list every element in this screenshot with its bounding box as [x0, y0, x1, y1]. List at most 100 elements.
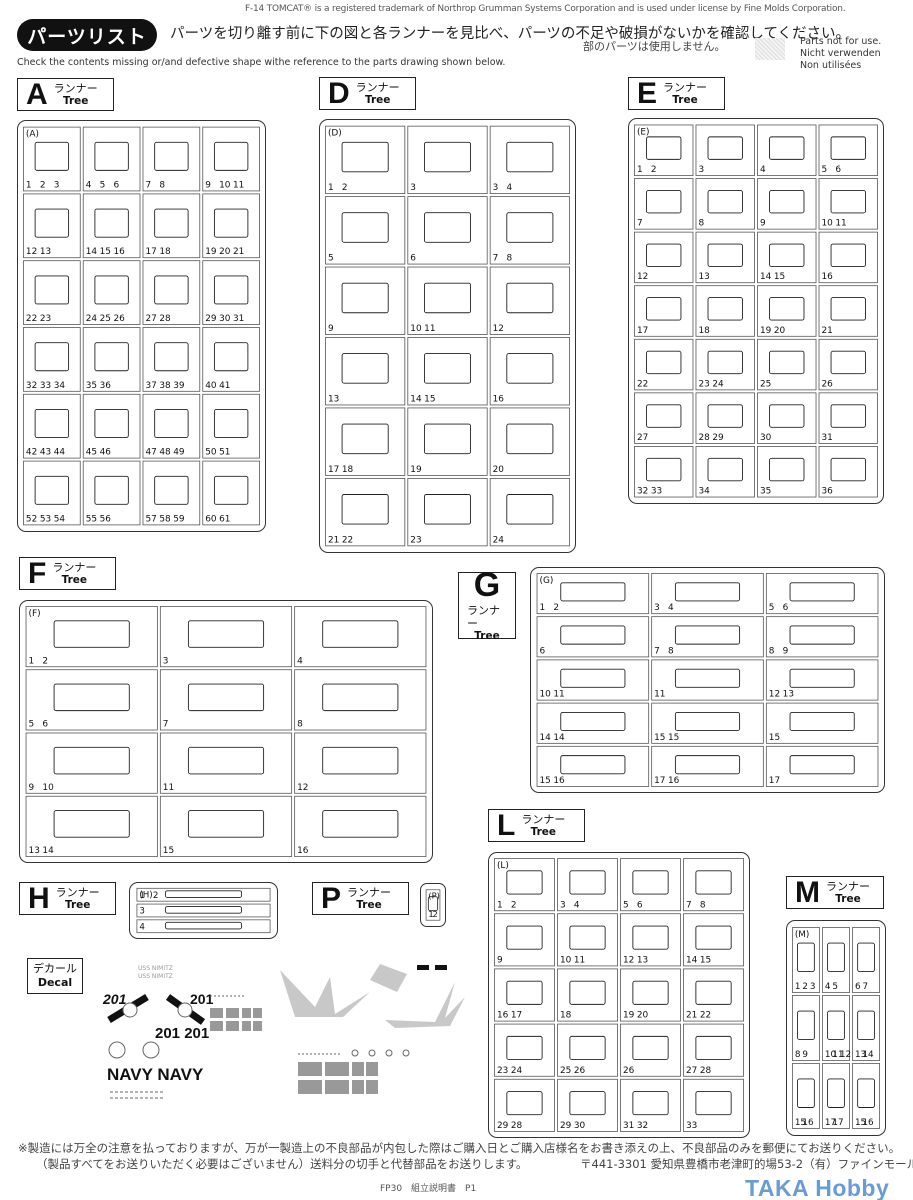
part-number: 16: [493, 394, 505, 404]
part-number: 28: [511, 1121, 523, 1131]
runner-cell: [25, 669, 158, 731]
part-number: 5: [100, 180, 106, 190]
part-number: 57: [145, 514, 156, 524]
runner-cell: [818, 338, 878, 391]
runner-cell: [142, 460, 201, 526]
part-shape: [769, 136, 805, 160]
part-number: 23: [497, 1066, 508, 1076]
runner-cell: [407, 196, 488, 265]
part-number: 20: [637, 1011, 649, 1021]
runner-id-mark: (H): [139, 890, 152, 900]
runner-cell: [294, 732, 427, 794]
runner-cell: [683, 913, 744, 967]
part-number: 6: [42, 720, 48, 730]
runner-cell: [407, 266, 488, 335]
part-shape: [322, 810, 399, 838]
part-shape: [94, 409, 129, 438]
runner-cell: [822, 995, 850, 1061]
runner-p-drawing: 12(P): [425, 889, 441, 921]
watermark: TAKA Hobby: [745, 1175, 890, 1200]
part-shape: [506, 423, 554, 455]
part-shape: [213, 342, 249, 372]
part-shape: [857, 1010, 875, 1040]
part-number: 53: [40, 514, 51, 524]
part-number: 6: [855, 982, 861, 992]
part-shape: [830, 136, 866, 160]
part-number: 40: [205, 381, 217, 391]
runner-cell: [822, 1063, 850, 1129]
part-number: 42: [26, 448, 37, 458]
part-number: 15: [668, 733, 679, 743]
part-shape: [674, 711, 741, 732]
part-number: 23: [410, 535, 421, 545]
runner-cell: [695, 446, 755, 498]
part-shape: [632, 1091, 669, 1116]
runner-cell: [683, 858, 744, 912]
part-shape: [830, 243, 866, 267]
decal-modex-left: 201: [102, 991, 127, 1007]
part-number: 26: [623, 1066, 635, 1076]
part-shape: [569, 1035, 606, 1061]
runner-cell: [536, 745, 650, 787]
part-shape: [707, 457, 743, 482]
runner-cell: [25, 732, 158, 794]
runner-cell: [82, 260, 141, 325]
part-number: 33: [40, 381, 51, 391]
runner-id-mark: (A): [26, 130, 39, 140]
part-number: 18: [698, 326, 710, 336]
part-number: 30: [219, 314, 231, 324]
part-number: 14: [540, 733, 552, 743]
runner-en: Tree: [530, 825, 557, 838]
decal-label-en: Decal: [37, 976, 73, 989]
part-number: 4: [668, 603, 674, 613]
part-shape: [164, 890, 243, 898]
trademark-notice: F-14 TOMCAT® is a registered trademark o…: [245, 4, 846, 14]
part-number: 52: [26, 514, 37, 524]
part-shape: [34, 141, 70, 171]
part-shape: [34, 208, 70, 238]
part-number: 43: [40, 448, 51, 458]
runner-cell: [82, 126, 141, 192]
part-number: 17: [832, 1118, 843, 1128]
part-number: 12: [769, 690, 780, 700]
part-shape: [560, 582, 626, 602]
part-shape: [154, 409, 189, 438]
part-number: 4: [139, 922, 145, 932]
part-number: 13: [40, 247, 51, 257]
part-number: 13: [783, 690, 794, 700]
part-number: 5: [832, 982, 838, 992]
part-shape: [830, 457, 866, 482]
part-number: 29: [205, 314, 217, 324]
runner-cell: [489, 337, 570, 406]
part-number: 29: [560, 1121, 572, 1131]
runner-cell: [818, 124, 878, 176]
part-number: 21: [328, 535, 339, 545]
part-number: 24: [493, 535, 505, 545]
part-shape: [506, 980, 543, 1005]
part-number: 5: [623, 900, 629, 910]
runner-cell: [757, 446, 817, 498]
part-number: 14: [686, 955, 698, 965]
part-shape: [53, 746, 130, 775]
runner-cell: [620, 858, 681, 912]
part-number: 6: [783, 603, 789, 613]
runner-cell: [852, 927, 881, 993]
part-number: 15: [769, 733, 780, 743]
runner-cell: [765, 659, 879, 701]
part-number: 12: [493, 324, 504, 334]
part-number: 48: [159, 448, 171, 458]
part-shape: [213, 409, 249, 438]
part-number: 21: [686, 1011, 697, 1021]
part-number: 2: [553, 603, 559, 613]
part-number: 61: [219, 514, 230, 524]
part-number: 35: [760, 487, 771, 497]
part-number: 6: [637, 900, 643, 910]
part-number: 3: [493, 183, 499, 193]
part-shape: [187, 746, 265, 775]
